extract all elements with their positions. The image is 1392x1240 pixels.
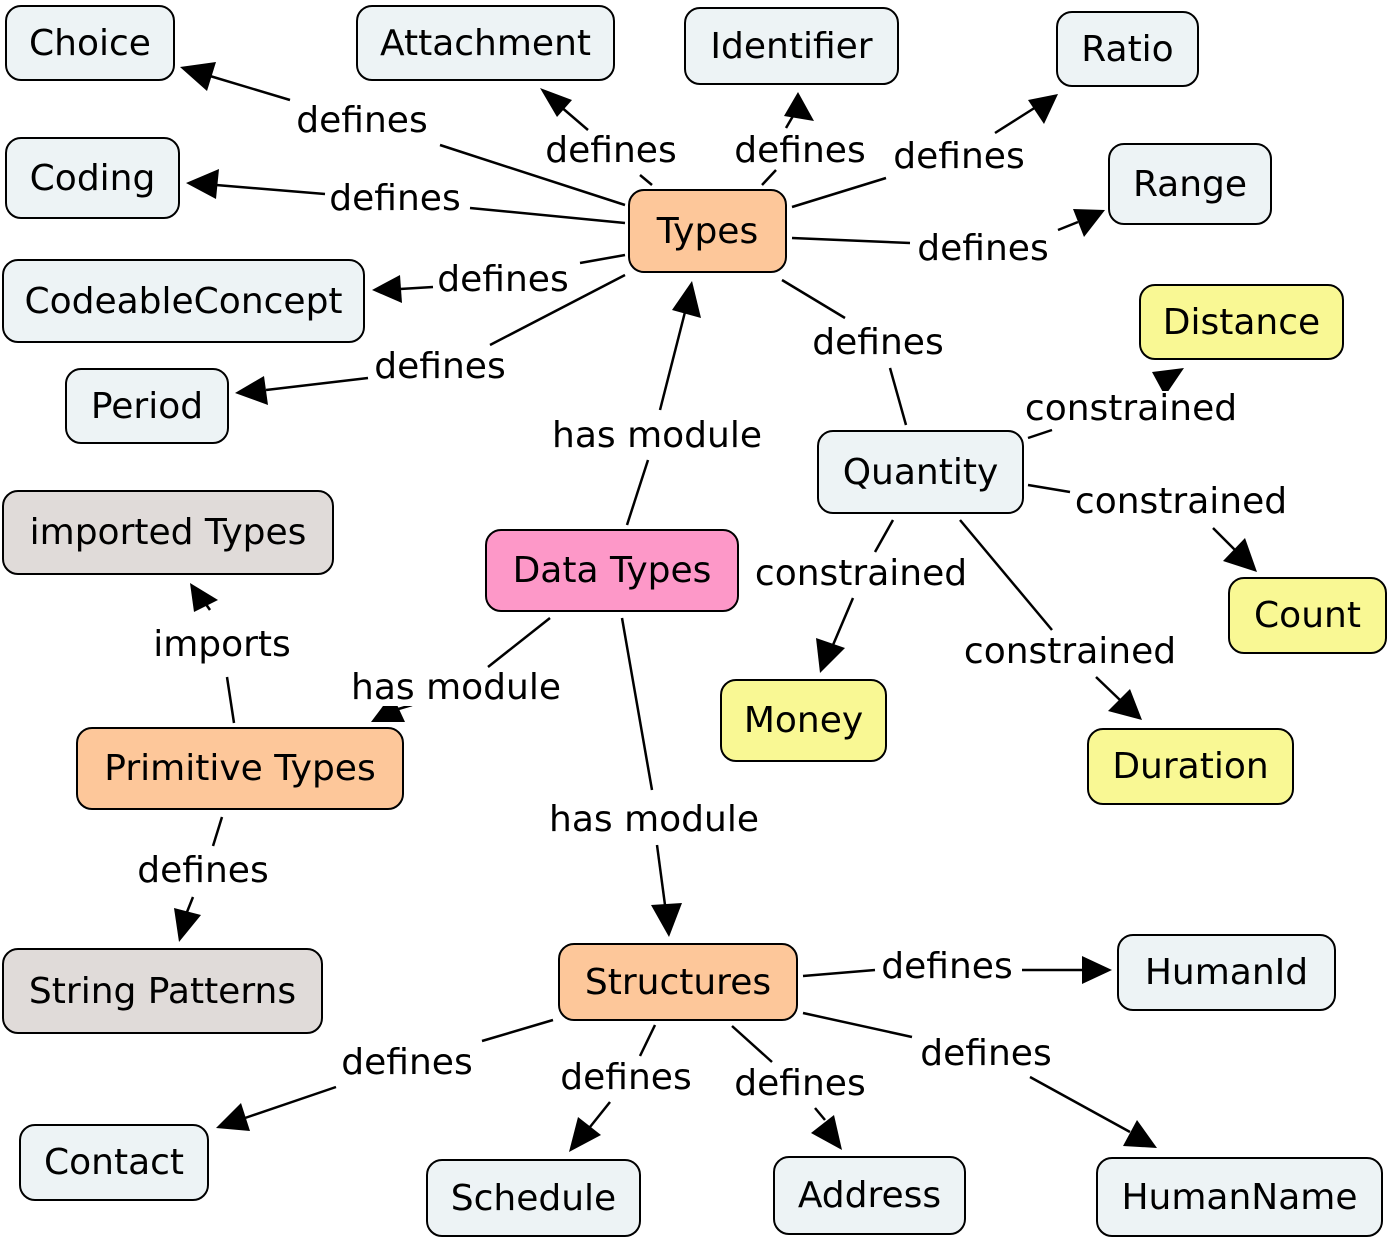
edge-label-types-choice: defines [294, 100, 430, 141]
edge-label-types-quantity: defines [810, 322, 946, 363]
edge-label-types-ratio: defines [891, 136, 1027, 177]
node-types: Types [628, 189, 787, 273]
edge-label-types-coding: defines [327, 178, 463, 219]
node-choice: Choice [5, 5, 175, 81]
edge-label-quantity-distance: constrained [1022, 388, 1240, 429]
node-data-types: Data Types [485, 529, 739, 612]
edge-types-quantity [781, 278, 908, 426]
edge-label-types-codeableconcept: defines [435, 259, 571, 300]
edge-quantity-count [1027, 483, 1257, 572]
edge-label-quantity-money: constrained [752, 553, 970, 594]
node-range: Range [1108, 143, 1272, 225]
node-period: Period [65, 368, 229, 444]
node-address: Address [773, 1156, 966, 1235]
edge-structures-schedule [569, 1024, 657, 1152]
edge-label-datatypes-structures: has module [547, 799, 761, 840]
node-structures: Structures [558, 943, 798, 1021]
node-imported-types: imported Types [2, 490, 334, 575]
edge-types-coding [186, 169, 626, 225]
node-ratio: Ratio [1056, 11, 1199, 87]
edge-types-codeableconcept [372, 253, 626, 303]
node-coding: Coding [5, 137, 180, 219]
edge-label-structures-contact: defines [339, 1042, 475, 1083]
edge-quantity-distance [1027, 368, 1184, 440]
edge-label-quantity-duration: constrained [961, 631, 1179, 672]
edge-label-types-identifier: defines [732, 130, 868, 171]
edge-label-types-attachment: defines [543, 130, 679, 171]
edge-label-structures-schedule: defines [558, 1057, 694, 1098]
edge-label-quantity-count: constrained [1072, 481, 1290, 522]
edge-label-primitive-imported: imports [151, 624, 293, 665]
edge-structures-humanname [802, 1011, 1157, 1148]
node-humanname: HumanName [1096, 1157, 1383, 1237]
node-attachment: Attachment [356, 5, 615, 81]
node-count: Count [1228, 577, 1387, 654]
edge-types-range [791, 209, 1105, 245]
node-contact: Contact [19, 1124, 209, 1201]
edge-label-structures-address: defines [732, 1063, 868, 1104]
edge-label-structures-humanname: defines [918, 1033, 1054, 1074]
edge-label-datatypes-primitive: has module [349, 667, 563, 708]
node-duration: Duration [1087, 728, 1294, 805]
edge-label-types-range: defines [915, 228, 1051, 269]
node-string-patterns: String Patterns [2, 948, 323, 1034]
node-distance: Distance [1139, 284, 1344, 360]
edge-structures-contact [216, 1018, 554, 1131]
edge-types-period [235, 273, 626, 405]
edge-types-choice [180, 62, 626, 207]
edge-primitive-imported [190, 583, 236, 724]
node-money: Money [720, 679, 887, 762]
edge-datatypes-types [625, 281, 701, 526]
edge-primitive-stringpatterns [174, 816, 224, 942]
edge-label-types-period: defines [372, 346, 508, 387]
edge-structures-humanid [802, 956, 1112, 984]
node-quantity: Quantity [817, 430, 1024, 514]
edge-label-structures-humanid: defines [879, 946, 1015, 987]
edge-structures-address [731, 1025, 842, 1150]
edge-quantity-duration [959, 519, 1142, 720]
node-humanid: HumanId [1117, 934, 1336, 1011]
edge-quantity-money [816, 519, 895, 673]
edge-label-datatypes-types: has module [550, 415, 764, 456]
edge-datatypes-structures [620, 617, 682, 937]
node-schedule: Schedule [426, 1159, 641, 1237]
edge-types-attachment [540, 88, 653, 186]
node-primitive-types: Primitive Types [76, 727, 404, 810]
edge-types-identifier [761, 92, 814, 186]
node-identifier: Identifier [684, 7, 899, 85]
node-codeableconcept: CodeableConcept [2, 259, 365, 343]
edge-label-primitive-stringpatterns: defines [135, 850, 271, 891]
edge-types-ratio [791, 94, 1058, 209]
